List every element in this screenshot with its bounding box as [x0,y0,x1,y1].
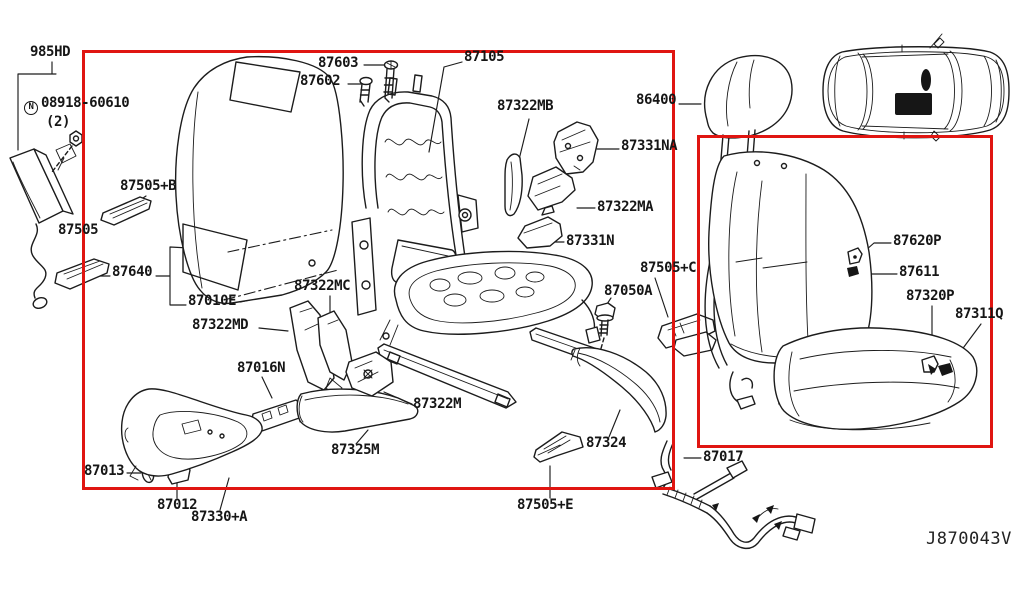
callout-87105: 87105 [464,49,505,65]
callout-87322MB: 87322MB [497,98,554,114]
callout-87331NA: 87331NA [621,138,678,154]
callout-985HD: 985HD [30,44,71,60]
highlight-box-seat-trim-assembly [697,135,993,448]
callout-87611: 87611 [899,264,940,280]
callout-87505+B: 87505+B [120,178,177,194]
callout-87013: 87013 [84,463,125,479]
callout-87505+C: 87505+C [640,260,697,276]
callout-87311Q: 87311Q [955,306,1004,322]
callout-87017: 87017 [703,449,744,465]
callout-87322MD: 87322MD [192,317,249,333]
drawing-code: J870043V [926,529,1012,549]
callout-87505+E: 87505+E [517,497,574,513]
callout-87050A: 87050A [604,283,653,299]
callout-87331N: 87331N [566,233,615,249]
callout-87324: 87324 [586,435,627,451]
callout-87603: 87603 [318,55,359,71]
side-shield-drawing [120,388,263,481]
finisher-parts-drawing [296,351,419,433]
hardware-quantity: (2) [46,113,71,130]
wiring-harness-drawing [651,440,816,550]
callout-87620P: 87620P [893,233,942,249]
callout-87640: 87640 [112,264,153,280]
side-airbag-module-drawing [9,130,83,309]
callout-87012: 87012 [157,497,198,513]
callout-87325M: 87325M [331,442,380,458]
callout-87010E: 87010E [188,293,237,309]
seat-cushion-drawing [773,327,978,431]
callout-86400: 86400 [636,92,677,108]
car-top-view-drawing [822,33,1010,142]
callout-87320P: 87320P [906,288,955,304]
nut-symbol-icon: N [24,100,38,115]
screws-drawing [359,60,399,107]
callout-87505: 87505 [58,222,99,238]
seat-back-trim-drawing [704,151,873,410]
callout-87016N: 87016N [237,360,286,376]
callout-87322M: 87322M [413,396,462,412]
hardware-part-number: 08918-60610 [41,95,130,111]
trim-parts-drawing [54,121,599,485]
callout-87322MA: 87322MA [597,199,654,215]
seat-back-pad-drawing [174,55,344,305]
callout-87602: 87602 [300,73,341,89]
callout-87322MC: 87322MC [294,278,351,294]
highlight-box-main-seat-assembly [82,50,675,490]
callout-87330+A: 87330+A [191,509,248,525]
